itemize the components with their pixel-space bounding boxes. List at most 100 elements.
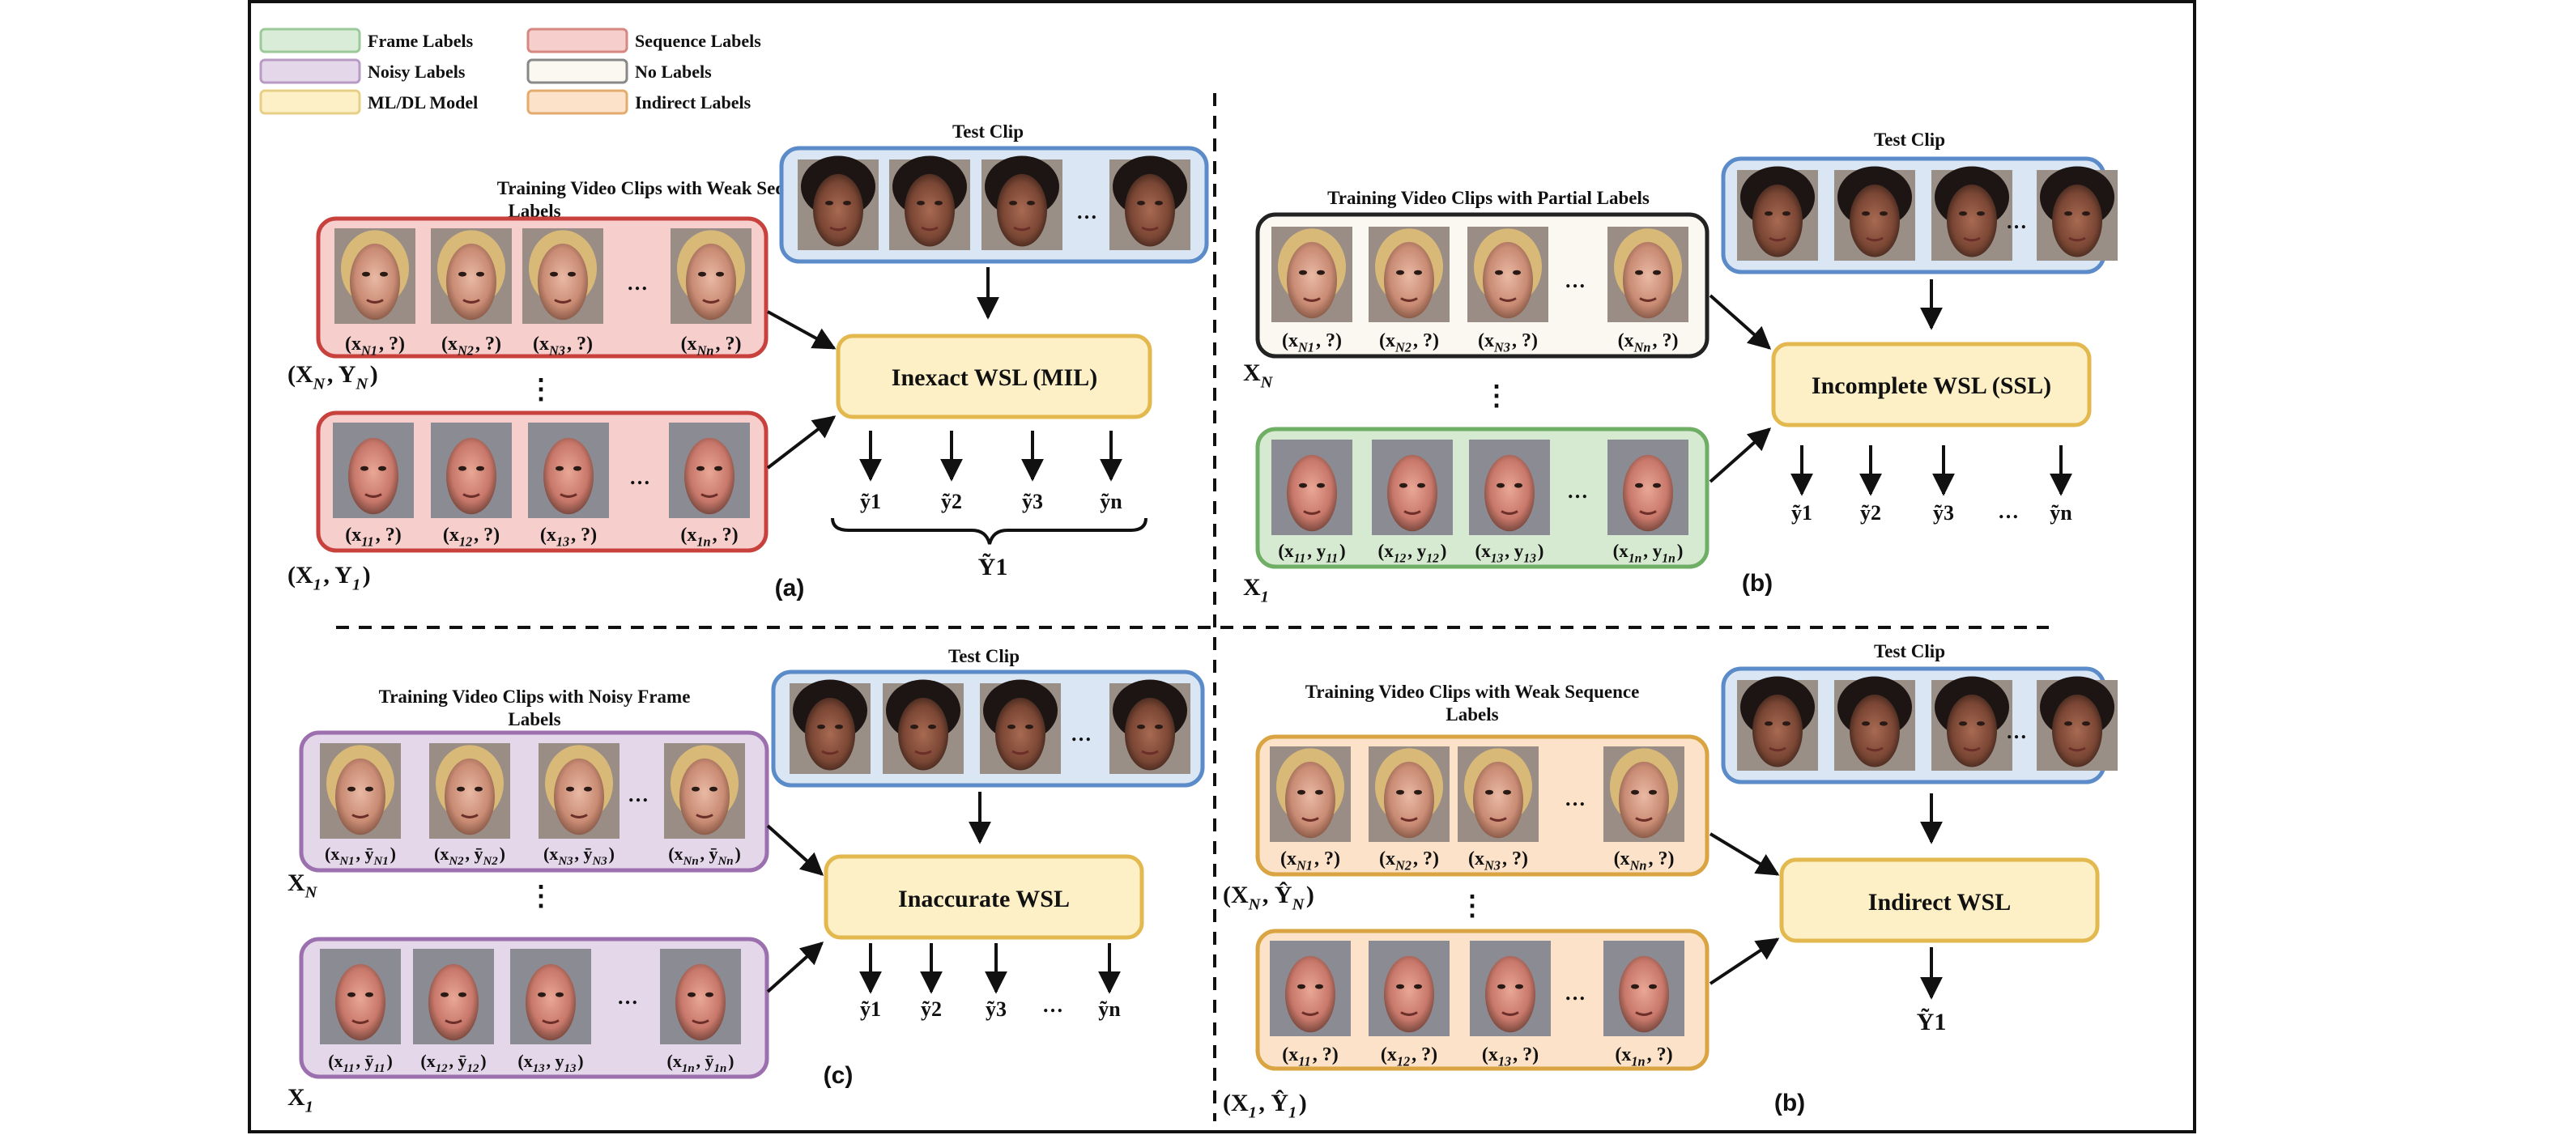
panel-c-bottom-frame-3 bbox=[510, 949, 591, 1044]
eye bbox=[1880, 721, 1888, 726]
mouth bbox=[462, 493, 480, 498]
eye bbox=[1959, 210, 1967, 216]
ellipsis: … bbox=[628, 783, 649, 806]
eye bbox=[1315, 984, 1323, 989]
panel-c-model-box bbox=[824, 854, 1144, 940]
panel-c-top-frame-3 bbox=[539, 743, 620, 839]
panel-c-bottom-label-1: (x11 , ȳ11 ) bbox=[328, 1051, 393, 1075]
eye bbox=[1862, 210, 1870, 216]
panel-a-bottom-label-4: (x1n , ?) bbox=[680, 525, 738, 550]
face bbox=[1623, 241, 1673, 319]
eye bbox=[1414, 984, 1422, 989]
mouth bbox=[1400, 297, 1418, 302]
vdots: ⋮ bbox=[1458, 891, 1486, 921]
mouth bbox=[554, 299, 572, 304]
eye bbox=[1399, 482, 1407, 488]
panel-a-test-frame-4 bbox=[1109, 155, 1190, 250]
legend-swatch-4 bbox=[526, 28, 628, 53]
eye bbox=[1977, 210, 1985, 216]
ellipsis: … bbox=[1071, 722, 1092, 746]
mouth bbox=[1769, 236, 1786, 242]
eye bbox=[2082, 721, 2090, 726]
face bbox=[543, 437, 594, 515]
eye bbox=[476, 271, 484, 277]
mouth bbox=[1635, 817, 1653, 822]
eye bbox=[1414, 789, 1422, 795]
legend-label-4: Sequence Labels bbox=[635, 31, 761, 51]
eye bbox=[1631, 984, 1639, 989]
eye bbox=[1155, 724, 1163, 729]
eye bbox=[1782, 721, 1790, 726]
panel-d-test-frame-2 bbox=[1834, 676, 1915, 771]
eye bbox=[1485, 789, 1493, 795]
mouth bbox=[1303, 297, 1321, 302]
face bbox=[1752, 184, 1803, 257]
eye bbox=[1396, 984, 1404, 989]
eye bbox=[1137, 724, 1145, 729]
eye bbox=[362, 271, 370, 277]
eye bbox=[835, 724, 843, 729]
mouth bbox=[2068, 236, 2086, 242]
panel-d-output: Ỹ1 bbox=[1917, 1008, 1947, 1035]
eye bbox=[1396, 270, 1404, 275]
eye bbox=[1299, 270, 1307, 275]
panel-c-train-arrow-bottom bbox=[766, 942, 824, 993]
vdots: ⋮ bbox=[527, 375, 555, 405]
eye bbox=[378, 465, 386, 471]
eye bbox=[1317, 482, 1325, 488]
mouth bbox=[1301, 817, 1319, 822]
eye bbox=[458, 465, 466, 471]
eye bbox=[825, 200, 833, 206]
face bbox=[1850, 184, 1900, 257]
eye bbox=[1299, 482, 1307, 488]
panel-d-model-box bbox=[1779, 857, 2100, 943]
panel-b-bottom-frame-3 bbox=[1469, 440, 1550, 535]
panel-a-top-label-3: (xN3 , ?) bbox=[533, 334, 593, 359]
eye bbox=[716, 271, 724, 277]
panel-d-model-label: Indirect WSL bbox=[1868, 889, 2011, 916]
panel-b-model-box bbox=[1771, 342, 2092, 427]
panel-b-bottom-label-3: (x13 , y13 ) bbox=[1475, 541, 1544, 565]
face bbox=[1387, 454, 1437, 532]
eye bbox=[1414, 270, 1422, 275]
eye bbox=[1497, 984, 1505, 989]
panel-d-top-label-3: (xN3 , ?) bbox=[1468, 848, 1528, 874]
mouth bbox=[1499, 297, 1517, 302]
eye bbox=[1503, 789, 1511, 795]
mouth bbox=[1866, 236, 1884, 242]
panel-a-bottom-frame-1 bbox=[333, 423, 414, 518]
eye bbox=[1297, 789, 1305, 795]
legend-label-6: Indirect Labels bbox=[635, 92, 752, 113]
mouth bbox=[1400, 1011, 1418, 1016]
face bbox=[2052, 184, 2102, 257]
face bbox=[446, 243, 496, 321]
panel-c-top-frame-2 bbox=[429, 743, 510, 839]
panel-c-train-arrow-top bbox=[766, 824, 824, 876]
face bbox=[1947, 184, 1997, 257]
face bbox=[348, 437, 398, 515]
eye bbox=[1977, 721, 1985, 726]
panel-c-test-frame-1 bbox=[790, 679, 871, 774]
panel-a-top-frame-4 bbox=[671, 228, 752, 324]
face bbox=[1285, 955, 1335, 1033]
panel-b-top-frame-1 bbox=[1271, 227, 1352, 322]
panel-b-top-label-3: (xN3 , ?) bbox=[1478, 330, 1538, 355]
panel-b-train-title: Training Video Clips with Partial Labels bbox=[1327, 188, 1650, 208]
panel-b-output-5: ỹn bbox=[2050, 501, 2072, 525]
eye bbox=[1027, 200, 1035, 206]
panel-d-bottom-label-1: (x11 , ?) bbox=[1282, 1044, 1338, 1069]
panel-b-output-2: ỹ2 bbox=[1860, 501, 1881, 525]
legend-swatch-6 bbox=[526, 89, 628, 115]
face bbox=[1850, 694, 1900, 767]
eye bbox=[1653, 482, 1661, 488]
eye bbox=[1025, 724, 1033, 729]
mouth bbox=[462, 299, 480, 304]
panel-c-top-frame-1 bbox=[320, 743, 401, 839]
face bbox=[445, 758, 495, 835]
panel-c-test-title: Test Clip bbox=[948, 646, 1020, 666]
panel-b-output-1: ỹ1 bbox=[1791, 501, 1812, 525]
eye bbox=[917, 200, 925, 206]
panel-d-top-label-1: (xN1 , ?) bbox=[1280, 848, 1340, 874]
eye bbox=[1495, 270, 1503, 275]
eye bbox=[441, 992, 449, 997]
